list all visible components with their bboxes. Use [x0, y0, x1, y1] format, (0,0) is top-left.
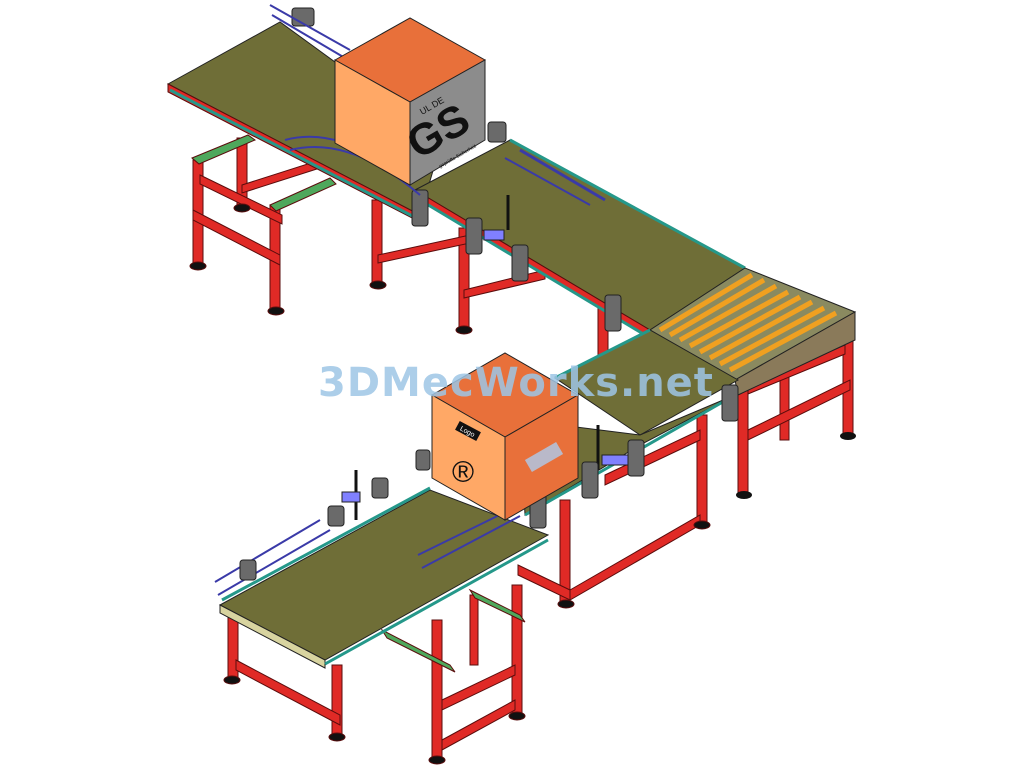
- roller-section: [649, 267, 857, 499]
- lower-left-frame: [223, 564, 571, 765]
- upper-left-frame: [189, 134, 387, 316]
- stopper-brackets: [239, 7, 739, 581]
- box-registered-mark: ®: [452, 456, 474, 489]
- lower-left-belt: [214, 470, 550, 669]
- lower-box: Logo ®: [430, 352, 580, 521]
